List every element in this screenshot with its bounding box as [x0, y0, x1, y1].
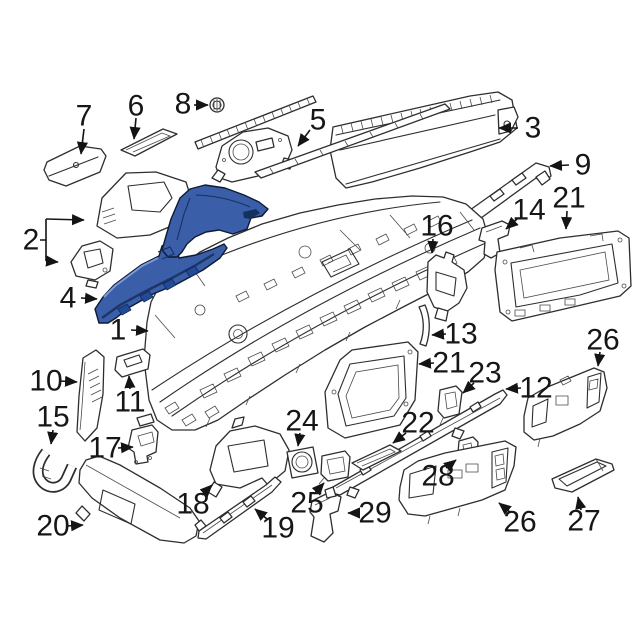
callout-5: 5: [310, 104, 327, 137]
callout-20: 20: [36, 510, 69, 543]
callout-4: 4: [60, 282, 77, 315]
callout-13: 13: [444, 318, 477, 351]
callout-17: 17: [88, 432, 121, 465]
part-13-strip: [418, 304, 430, 347]
part-21-display-bezel-right: [494, 230, 632, 322]
callout-18: 18: [176, 488, 209, 521]
callout-19: 19: [261, 512, 294, 545]
callout-28: 28: [421, 460, 454, 493]
part-21-display-bezel-left: [324, 341, 419, 439]
part-17-latch-bracket: [127, 413, 159, 465]
callout-9: 9: [575, 149, 592, 182]
part-16-bracket: [426, 251, 468, 322]
callout-14: 14: [512, 194, 545, 227]
cowl-grille-strip: [194, 95, 317, 150]
part-15-hook-strap: [32, 448, 78, 493]
callout-8: 8: [175, 88, 192, 121]
callout-7: 7: [76, 100, 93, 133]
part-2b-end-panel: [70, 240, 114, 289]
callout-27: 27: [567, 505, 600, 538]
part-26-lower-panel-center: [398, 440, 517, 525]
part-22-gasket: [351, 444, 402, 471]
part-1-instrument-panel-body: [143, 195, 490, 431]
callout-25: 25: [290, 487, 323, 520]
callout-6: 6: [128, 90, 145, 123]
part-27-tray-liner: [551, 458, 615, 493]
callout-12: 12: [519, 372, 552, 405]
callout-labels: 1 2 3 4 5 6 7 8 9 10 11 12 13 14 15 16 1…: [23, 88, 620, 545]
part-3-defroster-panel: [329, 91, 519, 189]
part-26-lower-panel-right: [523, 367, 608, 448]
callout-15: 15: [36, 401, 69, 434]
callout-21-lower: 21: [432, 347, 465, 380]
part-11-bezel-ring: [114, 348, 151, 378]
callout-1: 1: [110, 314, 127, 347]
part-6-trim-strip: [120, 128, 178, 157]
callout-10: 10: [29, 365, 62, 398]
part-5-support-rail: [254, 103, 451, 179]
part-7-cover-panel: [43, 145, 107, 187]
leader-lines: [40, 99, 606, 532]
callout-23: 23: [468, 357, 501, 390]
callout-26-right: 26: [586, 324, 619, 357]
callout-3: 3: [525, 112, 542, 145]
part-12-long-sill-trim: [324, 389, 508, 499]
part-19-sill-strip: [194, 476, 282, 540]
callout-24: 24: [285, 405, 318, 438]
part-4-upper-trim-highlighted: [94, 184, 269, 324]
callout-16: 16: [420, 210, 453, 243]
callout-22: 22: [401, 407, 434, 440]
part-24-speaker: [286, 446, 319, 479]
callout-26-center: 26: [503, 506, 536, 539]
callout-29: 29: [358, 497, 391, 530]
part-10-side-vent-panel: [76, 349, 105, 442]
part-18-console-side-panel: [207, 416, 290, 498]
callout-2: 2: [23, 224, 40, 257]
part-8-grommet: [209, 97, 225, 113]
part-25-access-plate: [318, 450, 351, 485]
callout-21-upper: 21: [552, 182, 585, 215]
callout-11: 11: [114, 386, 145, 419]
part-29-corner-bracket: [309, 491, 342, 543]
